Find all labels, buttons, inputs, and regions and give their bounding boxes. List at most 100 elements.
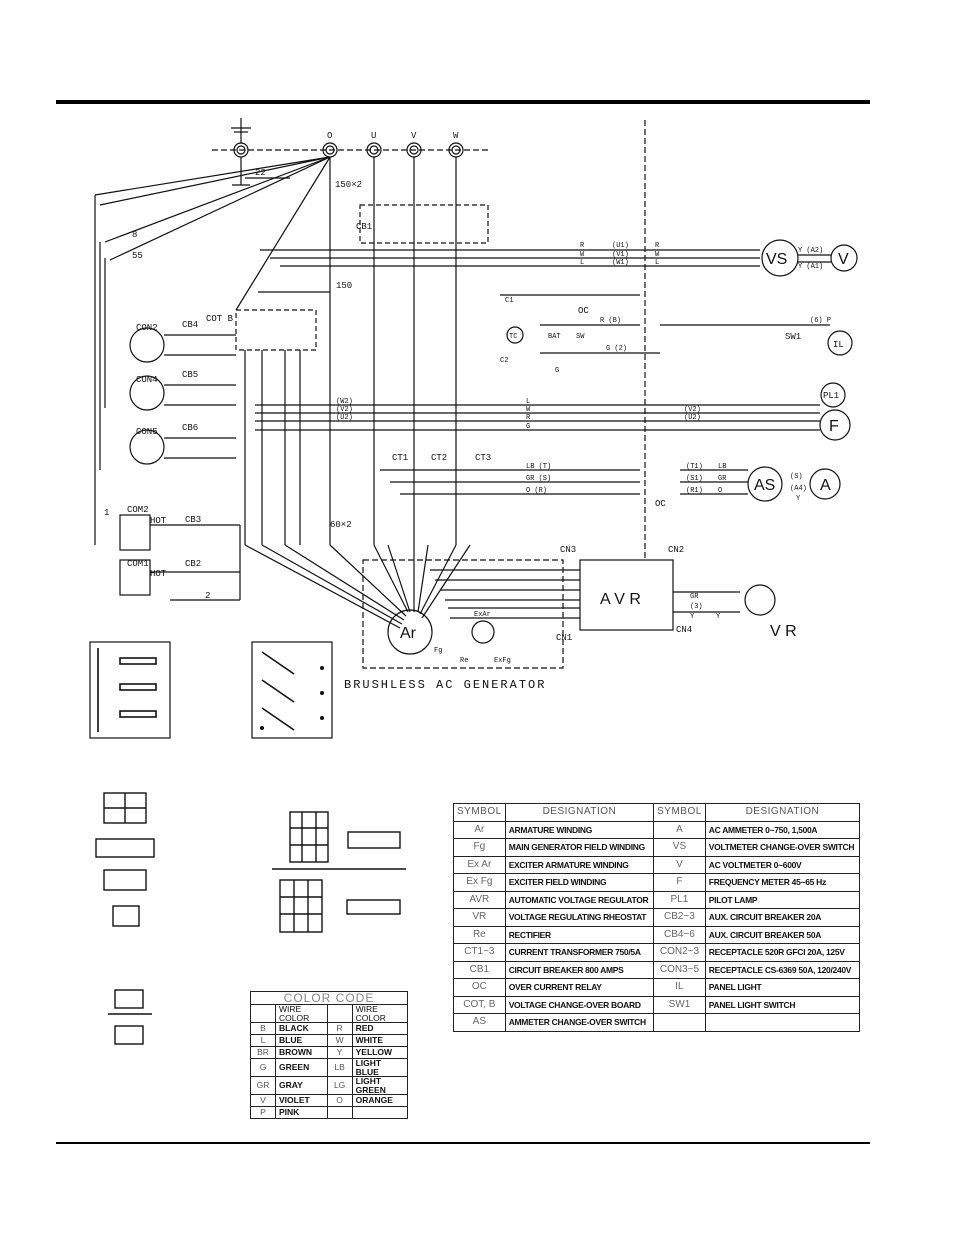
wire-8-label: 8 [132, 230, 137, 240]
signal-o: O [718, 487, 722, 495]
signal-v2: (V2) [336, 406, 353, 414]
designation-cell: MAIN GENERATOR FIELD WINDING [504, 838, 655, 857]
wire-color-cell: BLACK [275, 1022, 328, 1035]
color-abbrev-cell: G [250, 1058, 276, 1077]
signal-w1: W [580, 251, 585, 259]
wire-color-cell: VIOLET [275, 1094, 328, 1107]
signal-g: G [526, 423, 530, 431]
cn4-label: CN4 [676, 625, 692, 635]
bat-label: BAT [548, 333, 561, 341]
signal-u1: (U1) [612, 242, 629, 250]
signal-l2: L [655, 259, 659, 267]
signal-u2: (U2) [336, 414, 353, 422]
color-abbrev-cell: L [250, 1034, 276, 1047]
tc-label: TC [509, 333, 517, 341]
designation-cell: VOLTAGE REGULATING RHEOSTAT [504, 908, 655, 927]
wire-color-cell: BLUE [275, 1034, 328, 1047]
com1-label: COM1 [127, 559, 149, 569]
signal-w2b: (W2) [336, 398, 353, 406]
designation-cell: VOLTAGE CHANGE-OVER BOARD [504, 995, 655, 1014]
wire-color-cell: ORANGE [351, 1094, 409, 1107]
designation-cell: VOLTMETER CHANGE-OVER SWITCH [704, 838, 861, 857]
wire-color-cell: GREEN [275, 1058, 328, 1077]
signal-rb: R (B) [600, 317, 621, 325]
signal-v1: (V1) [612, 251, 629, 259]
designation-cell: AC AMMETER 0~750, 1,500A [704, 820, 861, 839]
armature-label: Ar [400, 625, 417, 642]
symbol-cell: AS [453, 1013, 506, 1032]
designation-cell: AC VOLTMETER 0~600V [704, 855, 861, 874]
color-abbrev-cell: W [326, 1034, 353, 1047]
symbol-cell: IL [653, 978, 706, 997]
cb1-label: CB1 [356, 222, 372, 232]
symbol-cell: CB4~6 [653, 925, 706, 944]
color-abbrev-cell: V [250, 1094, 276, 1107]
terminal-v-label: V [411, 131, 417, 141]
signal-s: (S) [790, 473, 803, 481]
symbol-cell: Ar [453, 820, 506, 839]
ammeter-label: A [820, 477, 831, 494]
wire-1-label: 1 [104, 508, 109, 518]
as-label: AS [754, 477, 775, 494]
color-abbrev-cell: O [326, 1094, 353, 1107]
top-rule [56, 100, 870, 104]
symbol-header-2: SYMBOL [653, 803, 706, 822]
fg-label: Fg [434, 647, 442, 655]
re-label: Re [460, 657, 468, 665]
color-code-header: WIRE COLOR [275, 1004, 328, 1023]
signal-gr1: GR [690, 593, 699, 601]
signal-g2: G (2) [606, 345, 627, 353]
designation-cell: PILOT LAMP [704, 890, 861, 909]
signal-a4: (A4) [790, 485, 807, 493]
symbol-cell: CT1~3 [453, 943, 506, 962]
cn3-label: CN3 [560, 545, 576, 555]
con2-label: CON2 [136, 323, 158, 333]
color-code-header [326, 1004, 353, 1023]
color-abbrev-cell: B [250, 1022, 276, 1035]
wire-55-label: 55 [132, 251, 143, 261]
signal-ya2: Y (A2) [798, 247, 823, 255]
ct3-label: CT3 [475, 453, 491, 463]
designation-cell: OVER CURRENT RELAY [504, 978, 655, 997]
designation-cell: AUX. CIRCUIT BREAKER 50A [704, 925, 861, 944]
com2-label: COM2 [127, 505, 149, 515]
color-code-title: COLOR CODE [250, 991, 408, 1005]
signal-gr3: (3) [690, 603, 703, 611]
designation-cell: PANEL LIGHT [704, 978, 861, 997]
signal-u2b: (U2) [684, 414, 701, 422]
hot-label-1: HOT [150, 516, 167, 526]
signal-ya1: Y (A1) [798, 263, 823, 271]
symbol-cell: SW1 [653, 995, 706, 1014]
designation-header-2: DESIGNATION [704, 803, 861, 822]
ct1-label: CT1 [392, 453, 408, 463]
signal-t1: (T1) [686, 463, 703, 471]
wire-color-cell: BROWN [275, 1046, 328, 1059]
wire-color-cell [351, 1106, 409, 1119]
hot-label-2: HOT [150, 569, 167, 579]
color-abbrev-cell: LG [326, 1076, 353, 1095]
sw1-label: SW1 [785, 332, 801, 342]
cot-label: COT B [206, 314, 234, 324]
symbol-cell: Ex Fg [453, 873, 506, 892]
signal-w1b: (W1) [612, 259, 629, 267]
color-code-header: WIRE COLOR [351, 1004, 409, 1023]
designation-cell: AMMETER CHANGE-OVER SWITCH [504, 1013, 655, 1032]
wire-22-label: 22 [255, 168, 266, 178]
cb3-label: CB3 [185, 515, 201, 525]
voltmeter-label: V [838, 251, 849, 268]
ct2-label: CT2 [431, 453, 447, 463]
